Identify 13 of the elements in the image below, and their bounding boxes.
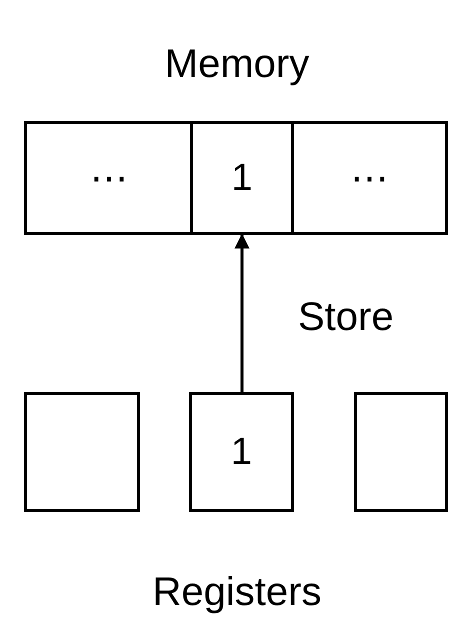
edge-label: Store bbox=[298, 295, 394, 340]
arrow bbox=[234, 234, 250, 392]
memory-cell bbox=[190, 121, 294, 235]
register-box bbox=[24, 392, 140, 512]
cell-value: 1 bbox=[231, 156, 253, 200]
cell-value: 1 bbox=[230, 430, 252, 474]
heading: Memory bbox=[164, 42, 310, 87]
cell-value: ⋯ bbox=[350, 156, 388, 200]
heading: Registers bbox=[152, 570, 322, 615]
register-box bbox=[354, 392, 448, 512]
memory-cell bbox=[291, 121, 448, 235]
cell-value: ⋯ bbox=[90, 156, 128, 200]
memory-cell bbox=[189, 392, 294, 512]
